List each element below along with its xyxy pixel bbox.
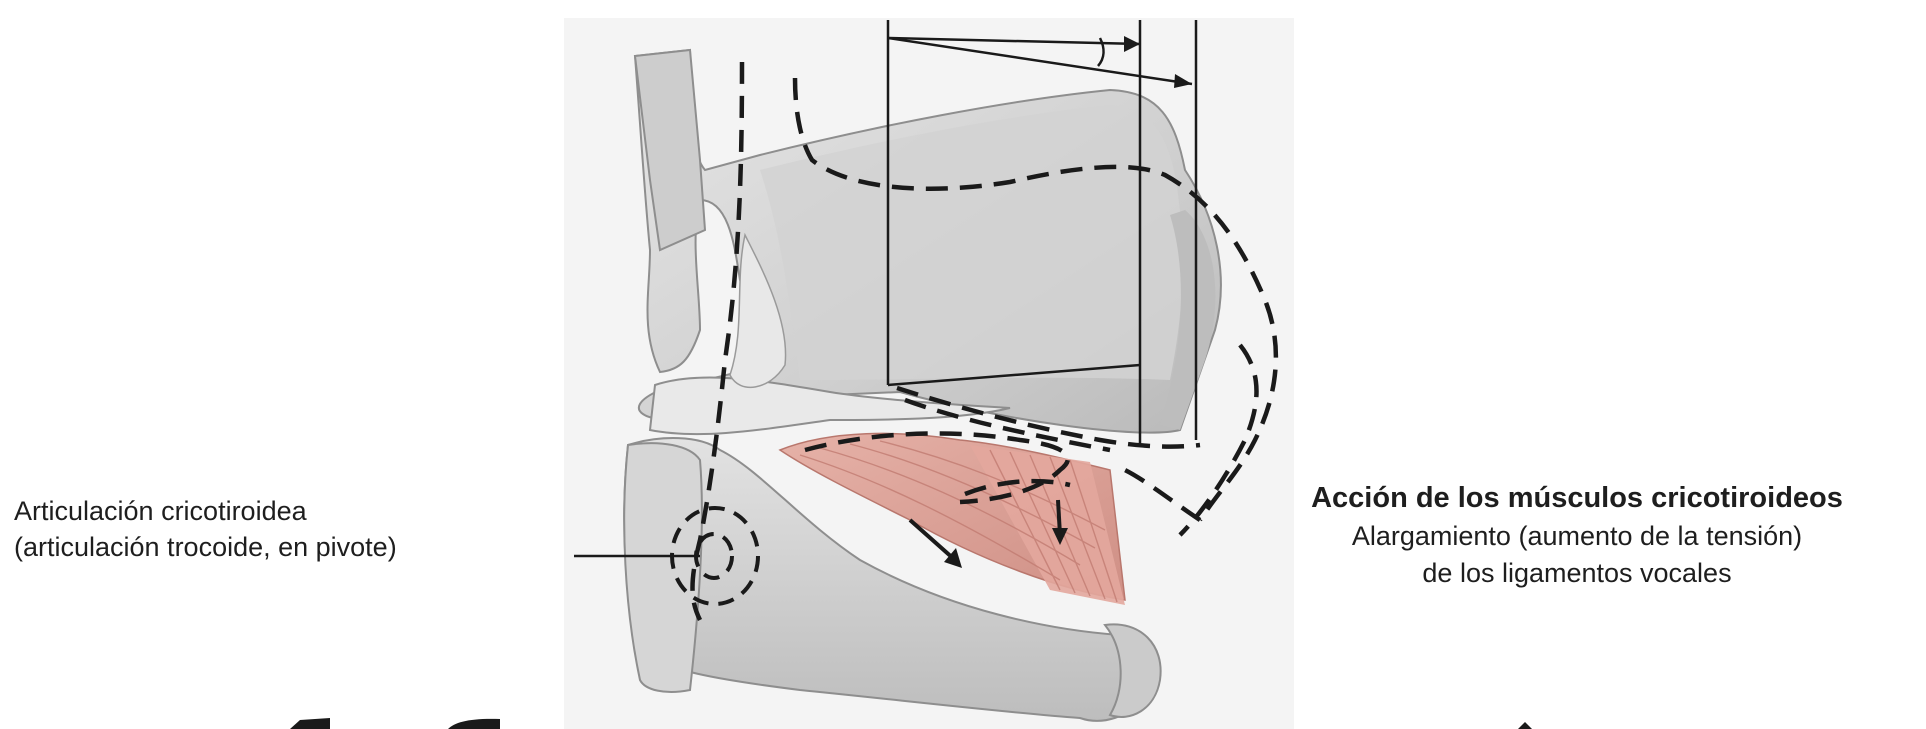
joint-label-line1: Articulación cricotiroidea [14,493,574,529]
action-line1: Alargamiento (aumento de la tensión) [1232,518,1922,555]
action-line2: de los ligamentos vocales [1232,555,1922,592]
joint-label-line2: (articulación trocoide, en pivote) [14,529,574,565]
action-title: Acción de los músculos cricotiroideos [1232,478,1922,518]
action-label: Acción de los músculos cricotiroideos Al… [1232,478,1922,592]
joint-label: Articulación cricotiroidea (articulación… [14,493,574,565]
